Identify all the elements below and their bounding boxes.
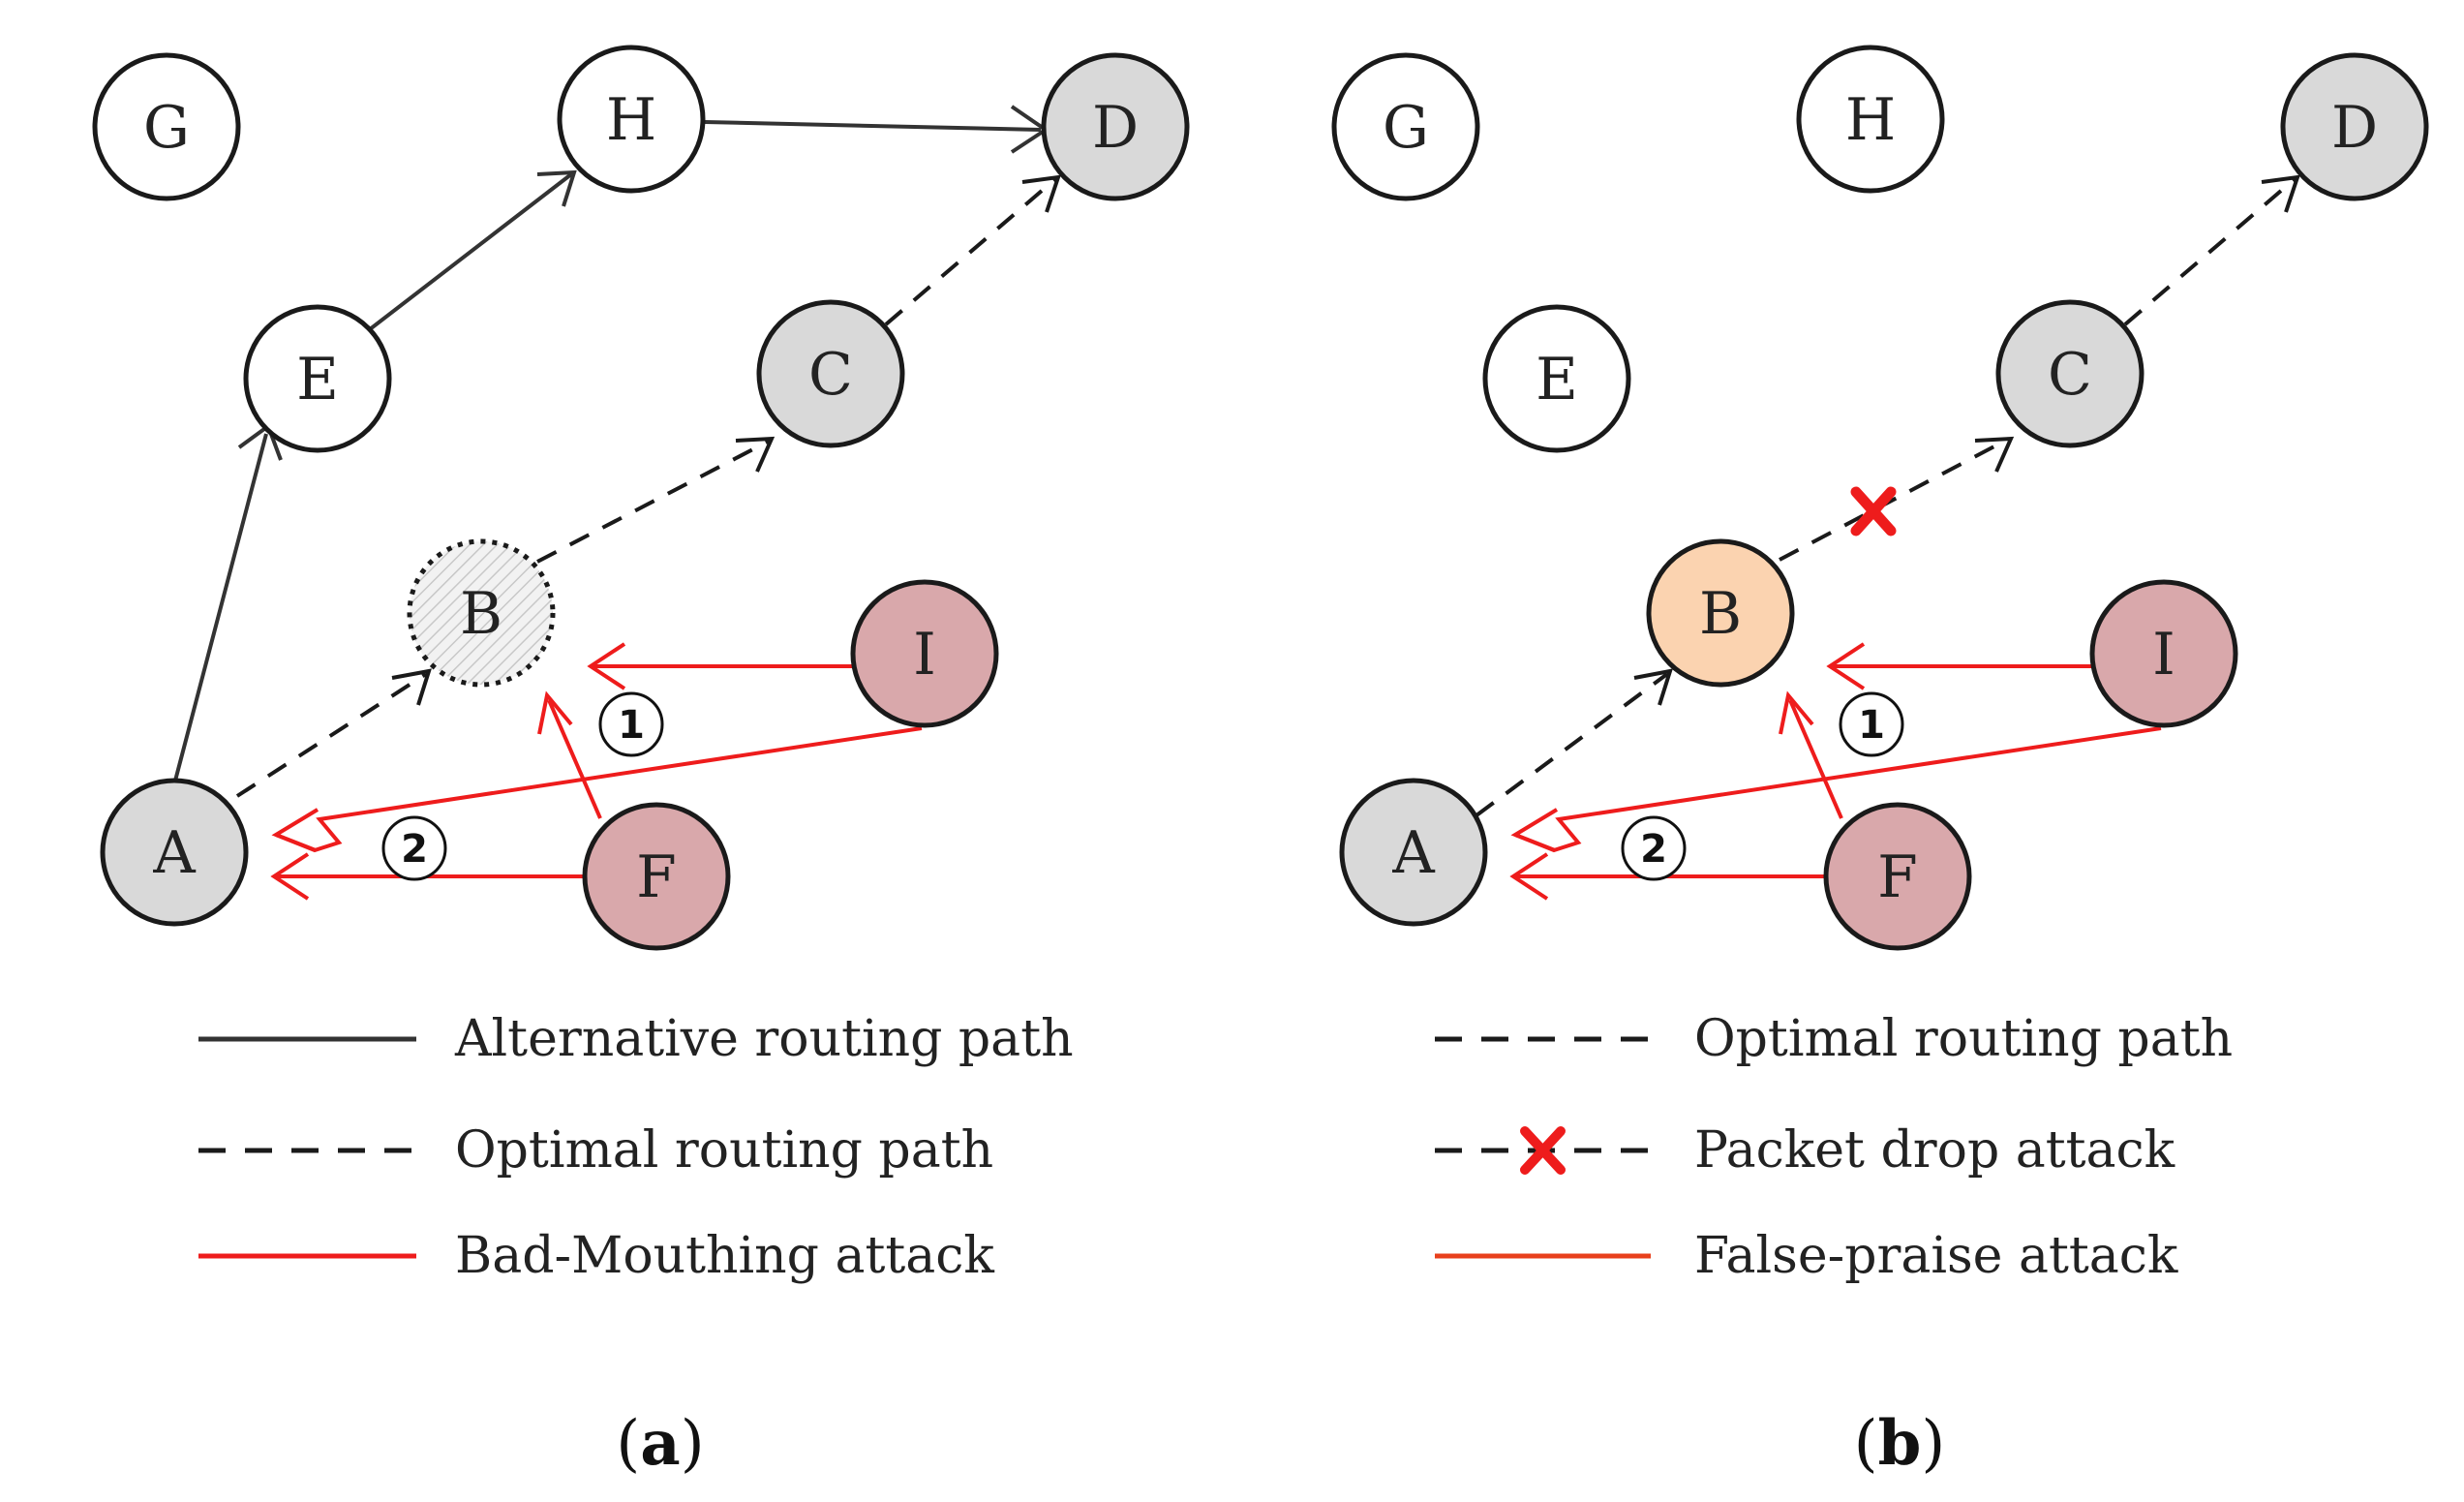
attack-arrowhead-a-upper-b bbox=[1510, 808, 1559, 852]
svg-text:B: B bbox=[1699, 580, 1742, 648]
caption-b: (b) bbox=[1854, 1407, 1946, 1480]
edge-b-to-c bbox=[536, 439, 771, 564]
legend-label-optimal-b: Optimal routing path bbox=[1694, 1010, 2233, 1068]
attack-i-to-a-b bbox=[1514, 726, 2162, 853]
node-h-b: H bbox=[1796, 45, 1945, 194]
svg-text:E: E bbox=[296, 346, 339, 414]
attack-f-to-b bbox=[547, 699, 602, 819]
badge-one-b: 1 bbox=[1839, 691, 1904, 757]
optimal-path-a bbox=[235, 174, 1061, 798]
node-f-b: F bbox=[1823, 802, 1972, 951]
node-i-b: I bbox=[2089, 579, 2238, 728]
optimal-path-b bbox=[1475, 174, 2300, 817]
svg-text:C: C bbox=[2048, 341, 2092, 409]
arrowhead-c-b bbox=[1974, 436, 2015, 473]
node-c-a: C bbox=[756, 299, 905, 448]
packet-drop-x-icon bbox=[1850, 486, 1897, 536]
arrowhead-c bbox=[735, 436, 776, 473]
edge-e-to-h bbox=[368, 172, 573, 331]
edge-b-to-c-b bbox=[1779, 437, 2010, 562]
node-e-b: E bbox=[1482, 304, 1631, 453]
node-d-b: D bbox=[2280, 52, 2429, 201]
node-b-b: B bbox=[1646, 538, 1795, 688]
svg-text:C: C bbox=[808, 341, 853, 409]
bad-mouthing-attack-a bbox=[270, 642, 923, 901]
attack-arrowhead-a-lower-b bbox=[1509, 852, 1549, 901]
legend-label-bad-mouthing: Bad-Mouthing attack bbox=[455, 1227, 994, 1285]
legend-label-false-praise: False-praise attack bbox=[1694, 1227, 2178, 1285]
svg-text:E: E bbox=[1536, 346, 1578, 414]
attack-arrowhead-b-up-b bbox=[1779, 690, 1814, 735]
node-i-a: I bbox=[850, 579, 999, 728]
legend-x-icon bbox=[1520, 1126, 1566, 1175]
svg-text:1: 1 bbox=[1858, 703, 1885, 748]
attack-f-to-b-b bbox=[1788, 699, 1843, 819]
arrowhead-h bbox=[536, 169, 577, 207]
badge-one-a: 1 bbox=[598, 691, 664, 757]
svg-text:A: A bbox=[1391, 819, 1435, 887]
caption-a: (a) bbox=[616, 1407, 704, 1480]
svg-text:D: D bbox=[1092, 94, 1139, 162]
node-b-a: B bbox=[407, 538, 556, 688]
legend-label-packet-drop: Packet drop attack bbox=[1694, 1121, 2175, 1180]
svg-text:H: H bbox=[606, 86, 656, 154]
attack-arrowhead-a-upper bbox=[271, 808, 319, 852]
attack-arrowhead-b-b bbox=[1826, 642, 1866, 690]
node-g-a: G bbox=[92, 52, 241, 201]
edge-a-to-e bbox=[172, 433, 268, 785]
node-d-a: D bbox=[1041, 52, 1190, 201]
legend-label-optimal: Optimal routing path bbox=[455, 1121, 993, 1180]
node-f-a: F bbox=[582, 802, 731, 951]
node-a-b: A bbox=[1339, 778, 1488, 927]
svg-text:I: I bbox=[913, 621, 936, 689]
node-g-b: G bbox=[1331, 52, 1480, 201]
arrowhead-b bbox=[391, 668, 432, 706]
badge-two-a: 2 bbox=[381, 815, 447, 881]
svg-text:F: F bbox=[1877, 843, 1918, 911]
svg-text:F: F bbox=[636, 843, 677, 911]
edge-h-to-d bbox=[704, 120, 1042, 132]
node-a-a: A bbox=[100, 778, 249, 927]
legend-a: Alternative routing path Optimal routing… bbox=[198, 1010, 1074, 1285]
svg-text:D: D bbox=[2331, 94, 2378, 162]
svg-text:G: G bbox=[143, 94, 190, 162]
edge-c-to-d bbox=[884, 177, 1057, 326]
svg-text:A: A bbox=[152, 819, 196, 887]
svg-text:H: H bbox=[1845, 86, 1896, 154]
svg-text:B: B bbox=[460, 580, 502, 648]
edge-c-to-d-b bbox=[2123, 177, 2297, 326]
badge-two-b: 2 bbox=[1621, 815, 1687, 881]
node-e-a: E bbox=[243, 304, 392, 453]
edge-a-to-b bbox=[235, 672, 428, 798]
attack-arrowhead-b bbox=[587, 642, 626, 690]
svg-text:2: 2 bbox=[1640, 827, 1667, 872]
legend-label-alternative: Alternative routing path bbox=[454, 1010, 1074, 1068]
arrowhead-d-b bbox=[2261, 174, 2300, 213]
svg-text:G: G bbox=[1383, 94, 1429, 162]
arrowhead-d2 bbox=[1021, 174, 1061, 213]
panel-b: 1 2 G H D E C B bbox=[1331, 45, 2429, 1480]
svg-text:1: 1 bbox=[618, 703, 645, 748]
svg-text:2: 2 bbox=[401, 827, 428, 872]
attack-arrowhead-a-lower bbox=[270, 852, 310, 901]
edge-a-to-b-b bbox=[1475, 672, 1669, 817]
false-praise-attack-b bbox=[1509, 642, 2162, 901]
legend-b: Optimal routing path Packet drop attack … bbox=[1435, 1010, 2233, 1285]
panel-a: 1 2 G H D E C B bbox=[92, 45, 1190, 1480]
attack-arrowhead-b-up bbox=[537, 690, 573, 735]
svg-text:I: I bbox=[2152, 621, 2175, 689]
node-c-b: C bbox=[1995, 299, 2145, 448]
node-h-a: H bbox=[557, 45, 706, 194]
arrowhead-b-b bbox=[1633, 668, 1673, 706]
